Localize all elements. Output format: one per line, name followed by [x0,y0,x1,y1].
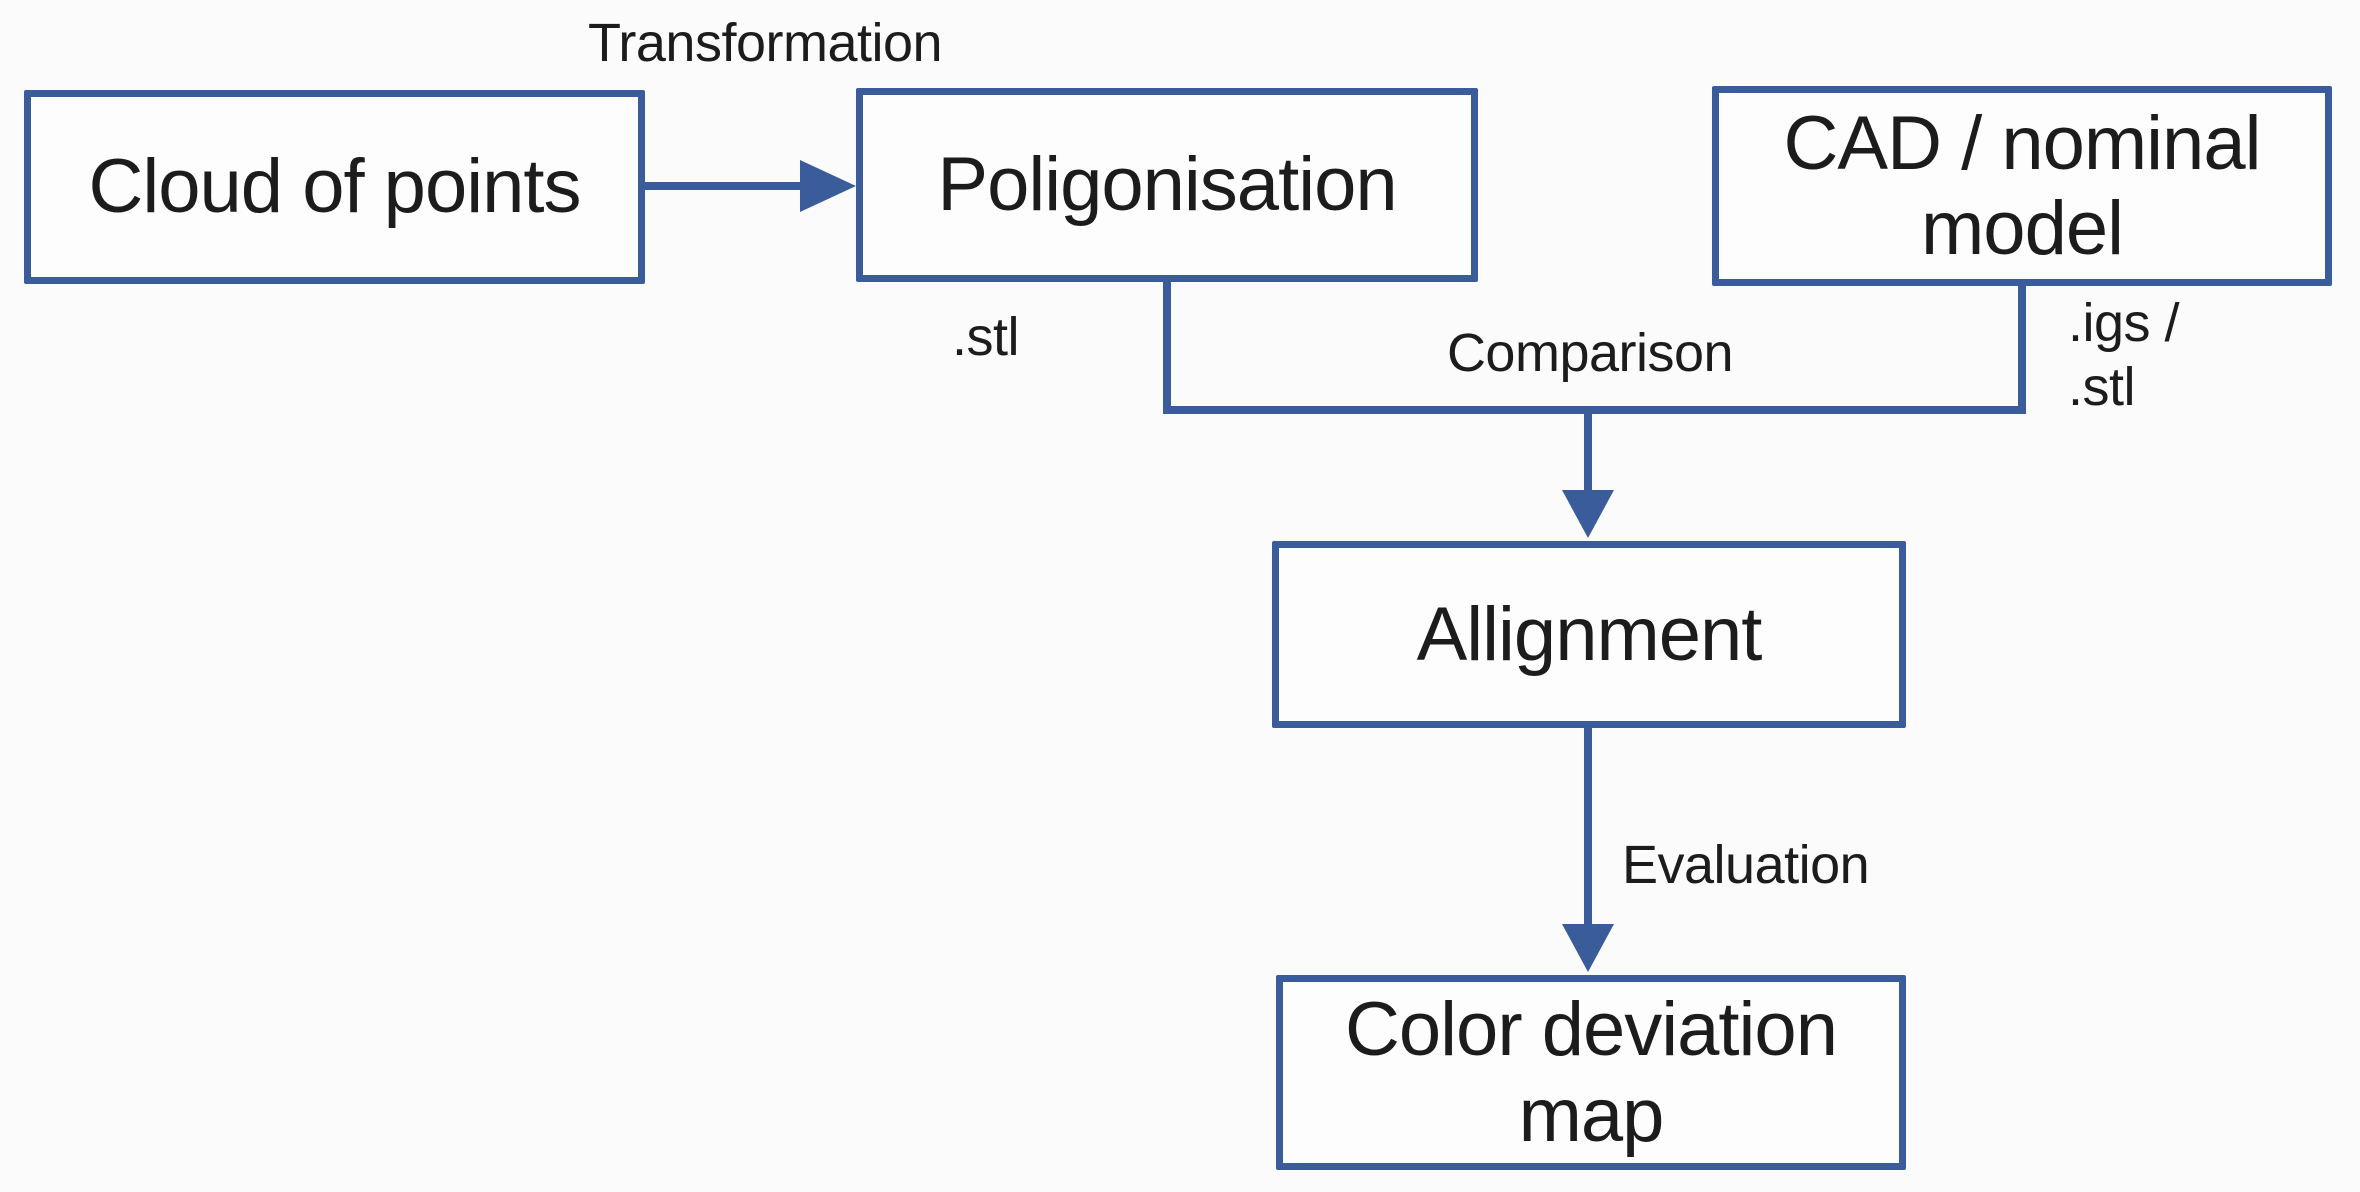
node-color-deviation-map: Color deviation map [1276,975,1906,1170]
arrow-evaluation [1562,728,1614,972]
node-poligonisation: Poligonisation [856,88,1478,282]
node-color-deviation-map-label: Color deviation map [1345,987,1838,1158]
edge-label-transformation: Transformation [587,13,943,73]
node-poligonisation-label: Poligonisation [937,142,1397,228]
arrow-comparison-down [1562,410,1614,538]
node-cad-nominal-model-label: CAD / nominal model [1783,100,2262,271]
node-cloud-of-points: Cloud of points [24,90,645,284]
edge-label-igs-stl: .igs / .stl [2068,293,2180,417]
connector-comparison-merge [1163,282,2026,414]
node-allignment: Allignment [1272,541,1906,728]
edge-label-evaluation: Evaluation [1622,835,1870,895]
node-cloud-of-points-label: Cloud of points [88,144,582,230]
node-cad-nominal-model: CAD / nominal model [1712,86,2332,286]
edge-label-stl: .stl [952,307,1020,367]
edge-label-comparison: Comparison [1446,323,1734,383]
arrow-transformation [645,160,856,212]
node-allignment-label: Allignment [1416,591,1763,677]
